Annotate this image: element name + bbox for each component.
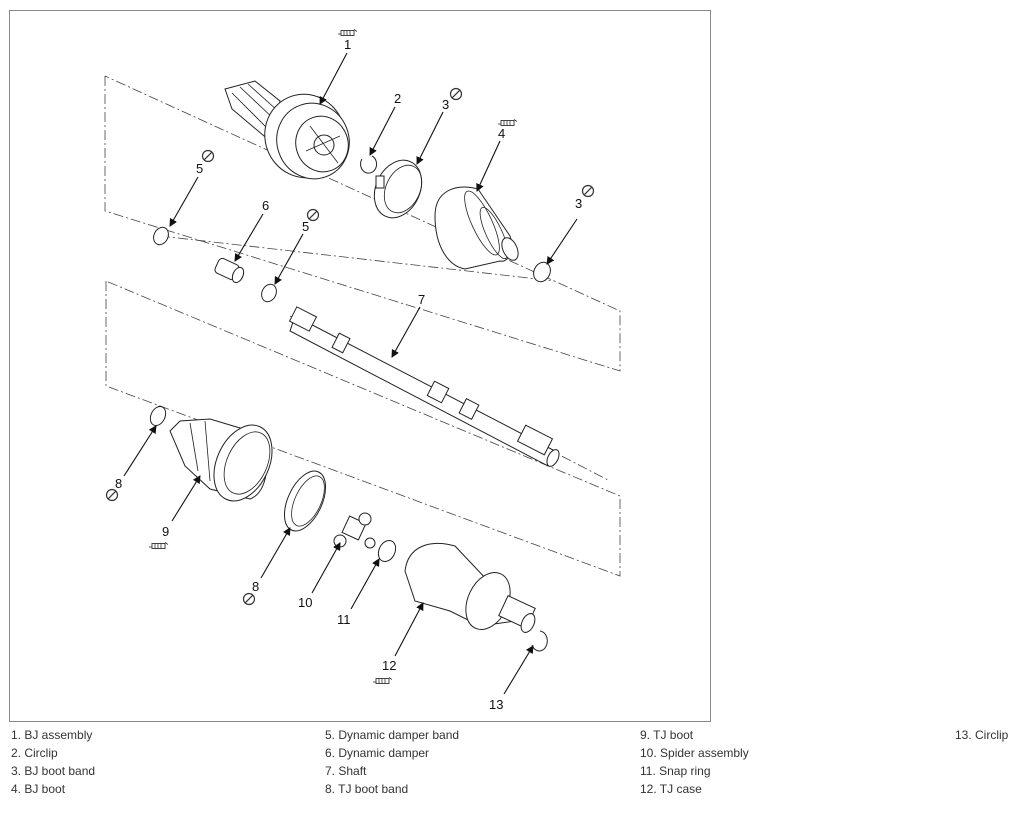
legend-item: 6. Dynamic damper [325, 746, 430, 760]
callout-11: 11 [337, 612, 351, 627]
tj-boot-band-1-part [149, 405, 167, 427]
dynamic-damper-band-1-part [153, 226, 169, 246]
bj-boot-band-part [373, 159, 423, 219]
legend-column-1: 1. BJ assembly 2. Circlip 3. BJ boot ban… [11, 726, 95, 798]
snap-ring-part [377, 539, 397, 563]
do-not-reuse-icon [242, 592, 256, 606]
tj-boot-band-2-part [283, 470, 327, 532]
circlip-13-part [531, 630, 548, 652]
legend-item: 5. Dynamic damper band [325, 728, 460, 742]
callout-5a: 5 [196, 161, 203, 176]
upper-assembly-plane [104, 75, 621, 372]
callout-8b: 8 [252, 579, 259, 594]
spider-assembly-part [333, 512, 376, 549]
do-not-reuse-icon [581, 184, 595, 198]
grease-icon [337, 29, 358, 36]
callout-3a: 3 [442, 97, 449, 112]
grease-icon [148, 542, 169, 549]
do-not-reuse-icon [105, 488, 119, 502]
callout-5b: 5 [302, 219, 309, 234]
do-not-reuse-icon [201, 149, 215, 163]
callout-2: 2 [394, 91, 401, 106]
grease-icon [372, 677, 393, 684]
callout-7: 7 [418, 292, 425, 307]
bj-boot-band-small-part [533, 261, 551, 283]
do-not-reuse-icon [449, 87, 463, 101]
tj-boot-part [169, 418, 273, 502]
do-not-reuse-icon [306, 208, 320, 222]
legend-item: 8. TJ boot band [325, 782, 409, 796]
legend-item: 2. Circlip [11, 746, 58, 760]
bj-assembly-part [224, 80, 350, 180]
legend-item: 12. TJ case [640, 782, 702, 796]
callout-13: 13 [489, 697, 503, 712]
exploded-view-drawing: 1 2 3 4 5 6 5 3 7 8 9 8 10 11 12 13 [104, 29, 621, 712]
callout-6: 6 [262, 198, 269, 213]
callout-3b: 3 [575, 196, 582, 211]
legend-item: 13. Circlip [955, 728, 1009, 742]
legend-item: 3. BJ boot band [11, 764, 96, 778]
callout-12: 12 [382, 658, 396, 673]
legend-item: 7. Shaft [325, 764, 367, 778]
exploded-view-figure: 1 2 3 4 5 6 5 3 7 8 9 8 10 11 12 13 [9, 10, 711, 722]
lower-assembly-plane [105, 280, 621, 577]
legend-item: 4. BJ boot [11, 782, 66, 796]
circlip-2-part [360, 155, 378, 174]
dynamic-damper-part [214, 257, 245, 284]
legend-item: 1. BJ assembly [11, 728, 93, 742]
callout-8a: 8 [115, 476, 122, 491]
legend-item: 11. Snap ring [640, 764, 711, 778]
callout-9: 9 [162, 524, 169, 539]
tj-case-part [404, 542, 536, 633]
callout-10: 10 [298, 595, 312, 610]
legend-column-3: 9. TJ boot 10. Spider assembly 11. Snap … [640, 726, 749, 798]
callout-4: 4 [498, 126, 505, 141]
bj-boot-part [434, 186, 519, 270]
legend-column-4: 13. Circlip [955, 726, 1008, 744]
legend-item: 10. Spider assembly [640, 746, 749, 760]
upper-center-axis [159, 235, 556, 282]
dynamic-damper-band-2-part [261, 283, 277, 303]
callout-1: 1 [344, 37, 351, 52]
legend-column-2: 5. Dynamic damper band 6. Dynamic damper… [325, 726, 459, 798]
shaft-part [288, 306, 560, 467]
legend-item: 9. TJ boot [640, 728, 694, 742]
grease-icon [497, 119, 518, 126]
